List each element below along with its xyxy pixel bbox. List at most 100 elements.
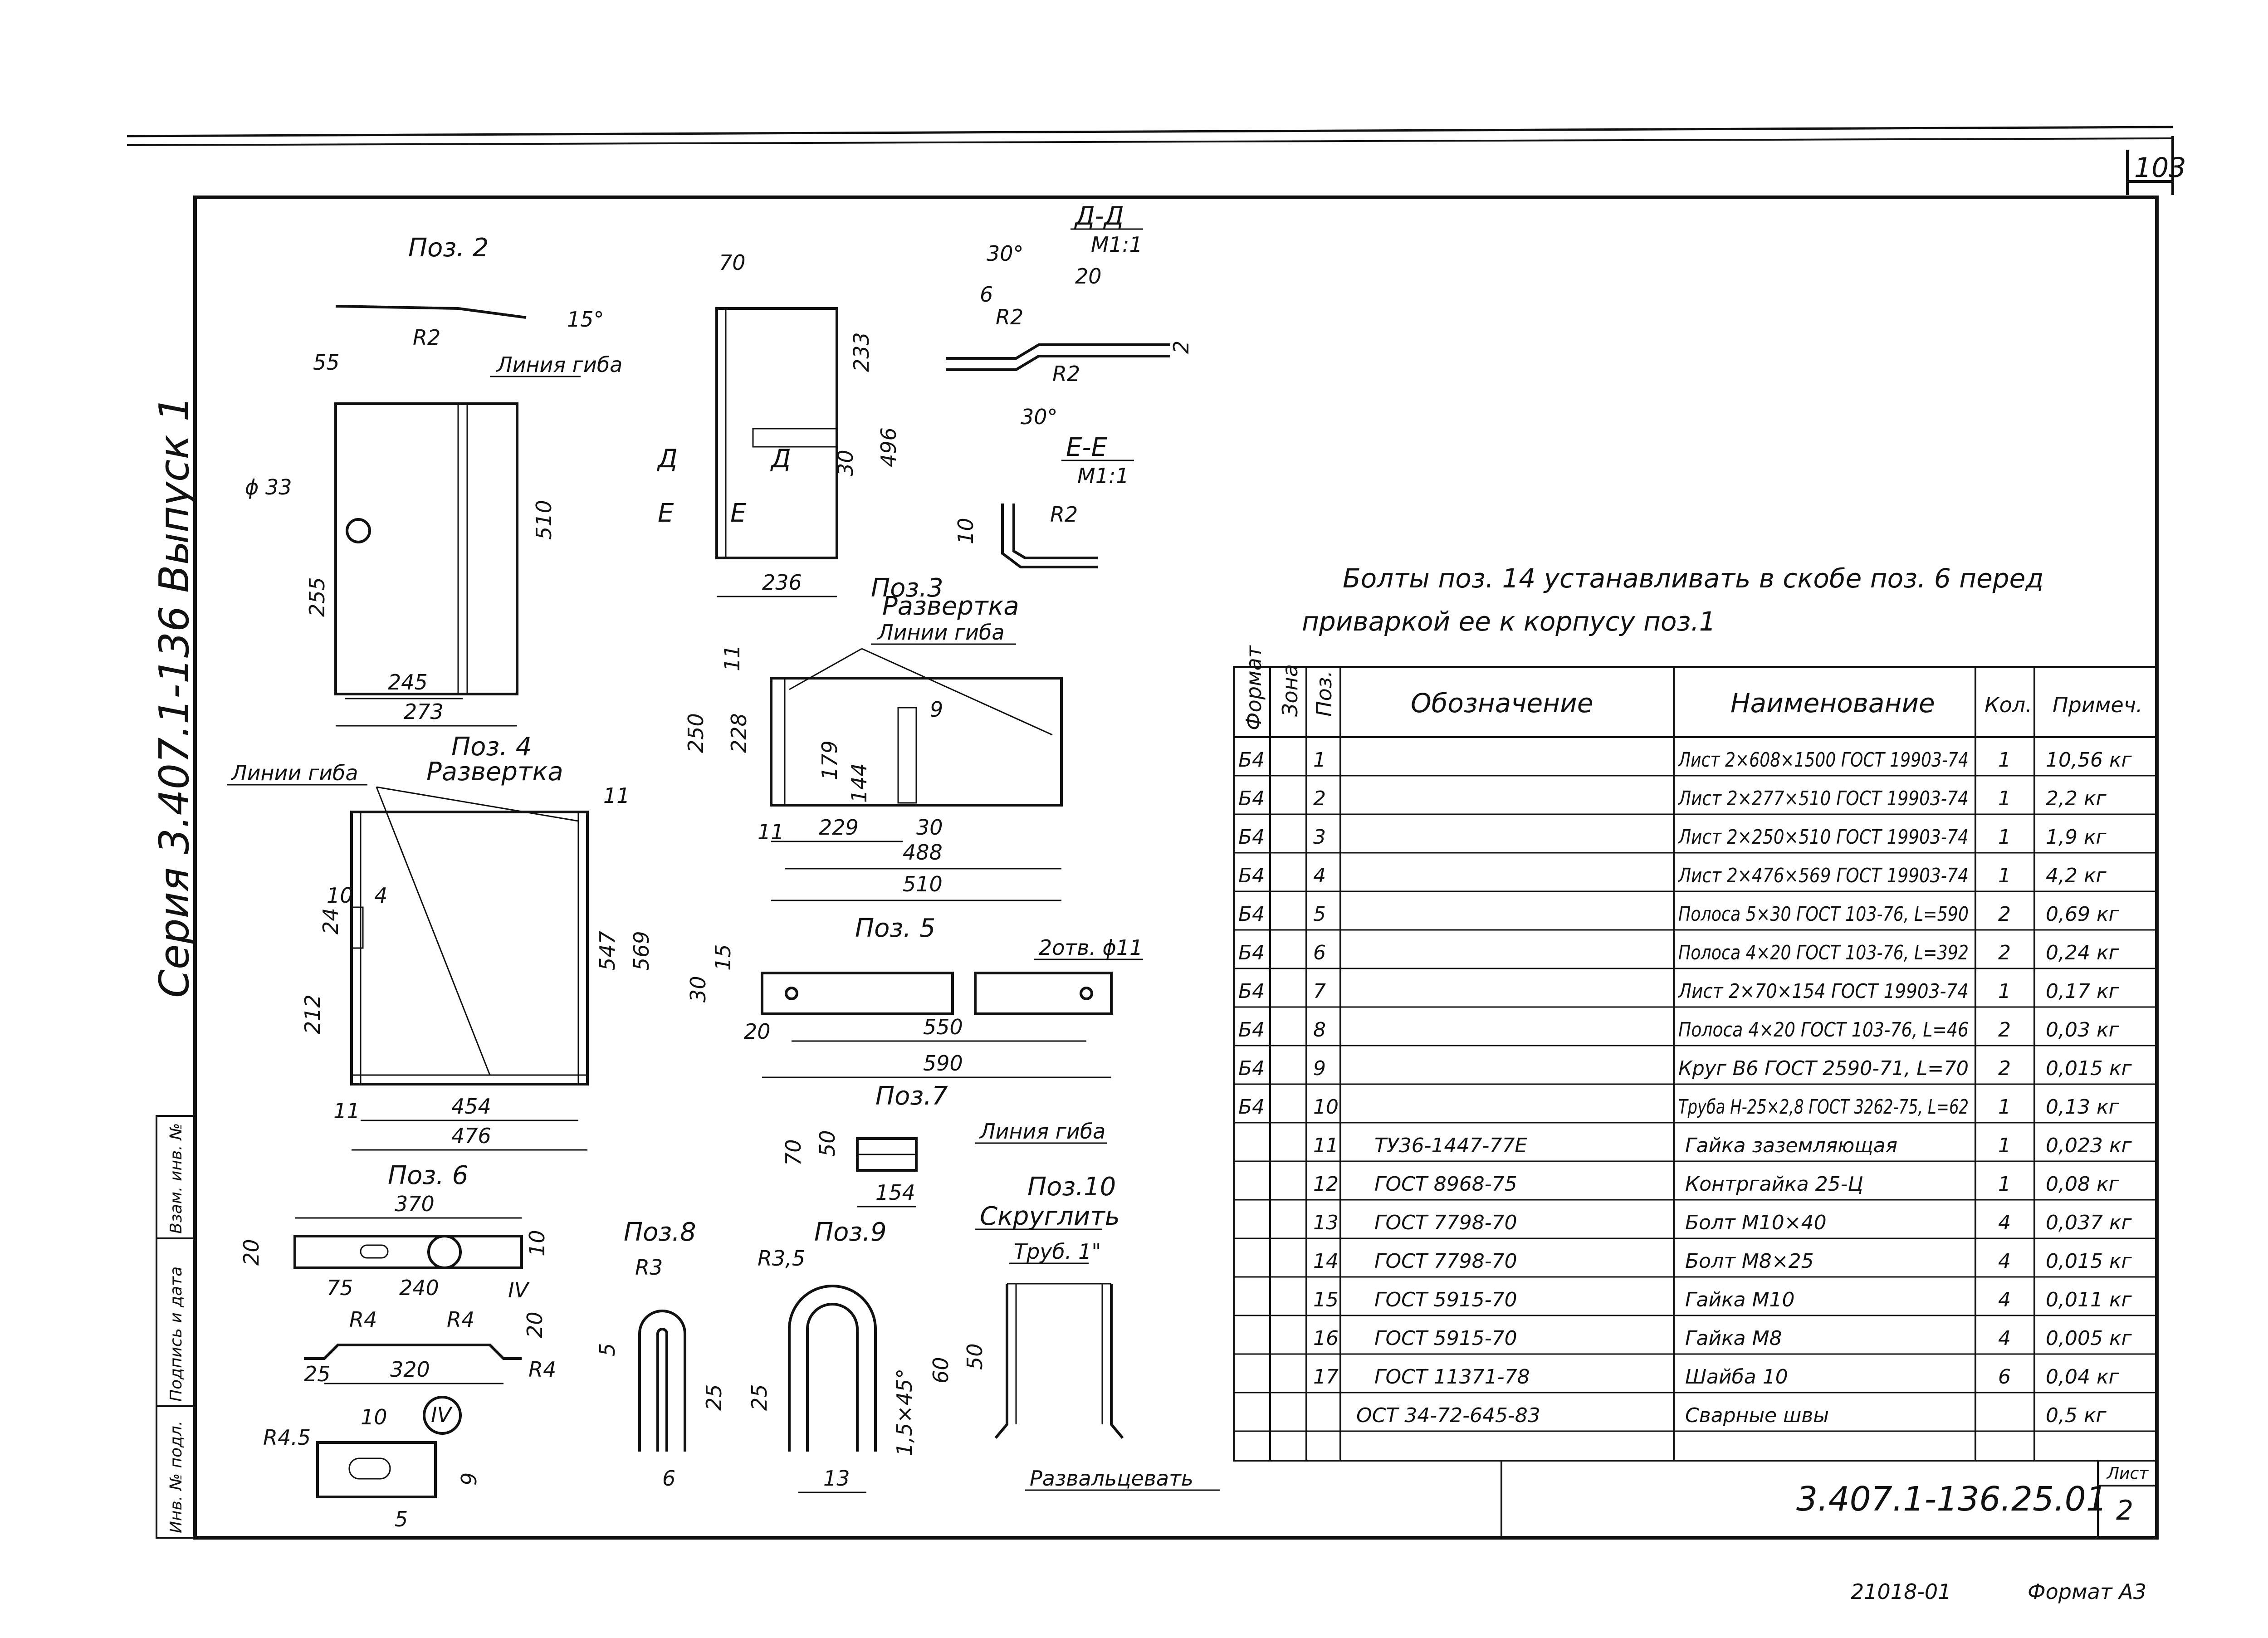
spec-cell-name: Болт М8×25 <box>1685 1250 1814 1273</box>
poz3-dim-11b: 11 <box>758 820 784 844</box>
spec-cell-pos: 5 <box>1313 903 1326 926</box>
spec-header-format: Формат <box>1242 645 1266 730</box>
poz6-dim-320: 320 <box>390 1357 430 1382</box>
spec-cell-qty: 4 <box>1998 1211 2011 1234</box>
spec-cell-pos: 1 <box>1313 748 1326 772</box>
note-line-2: приваркой ее к корпусу поз.1 <box>1302 606 1716 637</box>
spec-cell-qty: 6 <box>1998 1365 2011 1389</box>
spec-cell-designation: ГОСТ 7798-70 <box>1374 1211 1517 1234</box>
spec-cell-note: 0,08 кг <box>2046 1173 2120 1196</box>
note-line-1: Болты поз. 14 устанавливать в скобе поз.… <box>1343 563 2043 594</box>
poz8-title: Поз.8 <box>624 1217 696 1247</box>
spec-cell-designation: ГОСТ 11371-78 <box>1374 1365 1530 1389</box>
poz3-mark-e2: Е <box>730 499 747 528</box>
section-dd: Д-Д М1:1 30° 20 6 R2 R2 2 30° <box>946 201 1193 429</box>
spec-cell-qty: 2 <box>1998 1057 2011 1080</box>
series-stamp: Серия 3.407.1-136 Выпуск 1 <box>151 396 198 998</box>
side-label-signature: Подпись и дата <box>167 1266 186 1402</box>
poz2-hole-diameter: ϕ 33 <box>245 475 292 499</box>
poz2-radius: R2 <box>413 325 440 350</box>
poz5-dim-590: 590 <box>923 1051 963 1076</box>
spec-cell-qty: 1 <box>1998 1095 2011 1119</box>
secdd-angle-bottom: 30° <box>1021 405 1058 429</box>
spec-header-zone: Зона <box>1278 664 1302 717</box>
secee-dim-10: 10 <box>953 518 978 544</box>
spec-cell-pos: 14 <box>1313 1250 1339 1273</box>
poz6-view-mark: IV <box>508 1278 530 1302</box>
table-row: Б4 6 Полоса 4×20 ГОСТ 103-76, L=392 2 0,… <box>1238 941 2120 964</box>
poz4-title: Поз. 4 <box>451 732 532 762</box>
poz3-dim-179: 179 <box>817 740 842 780</box>
secdd-scale: М1:1 <box>1091 232 1143 257</box>
poz9-title: Поз.9 <box>814 1217 887 1247</box>
spec-cell-note: 4,2 кг <box>2046 864 2107 887</box>
spec-cell-name: Круг В6 ГОСТ 2590-71, L=70 <box>1678 1057 1969 1080</box>
table-row: Б4 5 Полоса 5×30 ГОСТ 103-76, L=590 2 0,… <box>1238 903 2120 926</box>
poz2-dim-245: 245 <box>388 670 428 694</box>
poz5-holes: 2отв. ϕ11 <box>1039 935 1143 960</box>
spec-cell-qty: 4 <box>1998 1288 2011 1311</box>
table-row: 12 ГОСТ 8968-75 Контргайка 25-Ц 1 0,08 к… <box>1313 1173 2120 1196</box>
spec-cell-format: Б4 <box>1238 1057 1265 1080</box>
spec-cell-pos: 12 <box>1313 1173 1339 1196</box>
spec-cell-designation: ОСТ 34-72-645-83 <box>1356 1404 1540 1427</box>
spec-cell-name: Лист 2×70×154 ГОСТ 19903-74 <box>1677 980 1969 1003</box>
poz5-dim-30: 30 <box>686 976 710 1002</box>
table-row: Б4 1 Лист 2×608×1500 ГОСТ 19903-74 1 10,… <box>1238 748 2132 772</box>
spec-cell-name: Гайка М10 <box>1685 1288 1795 1311</box>
spec-cell-designation: ГОСТ 5915-70 <box>1374 1327 1517 1350</box>
spec-cell-format: Б4 <box>1238 864 1265 887</box>
poz6-dim-370: 370 <box>395 1192 435 1216</box>
poz6-dim-20: 20 <box>239 1239 264 1266</box>
secdd-dim-6: 6 <box>980 282 993 307</box>
view-poz6: Поз. 6 370 20 10 75 240 IV R4 R4 20 25 3… <box>239 1161 556 1531</box>
poz4-dim-4: 4 <box>374 883 387 908</box>
title-block: 3.407.1-136.25.01 Лист 2 <box>1501 1461 2157 1538</box>
spec-cell-note: 0,24 кг <box>2046 941 2120 964</box>
spec-cell-qty: 2 <box>1998 1018 2011 1041</box>
poz3-sub: Развертка <box>882 592 1019 621</box>
poz6-title: Поз. 6 <box>388 1161 468 1190</box>
spec-header-pos: Поз. <box>1312 670 1336 717</box>
spec-cell-note: 0,023 кг <box>2046 1134 2132 1157</box>
poz3-dim-496: 496 <box>876 427 901 467</box>
spec-cell-pos: 10 <box>1313 1095 1339 1119</box>
spec-cell-qty: 1 <box>1998 1173 2011 1196</box>
secdd-thickness: 2 <box>1169 341 1193 354</box>
poz10-pipe: Труб. 1" <box>1014 1239 1101 1264</box>
spec-cell-note: 2,2 кг <box>2046 787 2107 810</box>
poz9-dim-25: 25 <box>747 1384 772 1411</box>
poz2-bend-label: Линия гиба <box>496 352 622 377</box>
poz6-dim-25: 25 <box>304 1362 331 1386</box>
poz10-title: Поз.10 <box>1027 1172 1116 1202</box>
poz3-dim-488: 488 <box>903 840 943 865</box>
poz2-dim-510: 510 <box>532 500 556 540</box>
table-row: Б4 2 Лист 2×277×510 ГОСТ 19903-74 1 2,2 … <box>1238 787 2107 810</box>
spec-cell-qty: 1 <box>1998 787 2011 810</box>
sheet-label: Лист <box>2106 1464 2149 1483</box>
poz3-dim-11a: 11 <box>720 645 744 671</box>
poz2-dim-255: 255 <box>305 577 329 617</box>
poz4-dim-454: 454 <box>451 1094 491 1119</box>
table-row: 14 ГОСТ 7798-70 Болт М8×25 4 0,015 кг <box>1313 1250 2132 1273</box>
poz10-dim-50: 50 <box>963 1343 987 1370</box>
spec-cell-pos: 15 <box>1313 1288 1339 1311</box>
poz3-mark-e1: Е <box>658 499 674 528</box>
poz7-dim-70: 70 <box>781 1139 806 1166</box>
spec-cell-pos: 4 <box>1313 864 1326 887</box>
poz5-dim-15: 15 <box>711 944 735 971</box>
page-number: 103 <box>2134 152 2186 184</box>
spec-cell-pos: 9 <box>1313 1057 1326 1080</box>
view-poz4: Поз. 4 Развертка Линии гиба 11 10 4 24 5… <box>227 732 654 1151</box>
poz9-dim-13: 13 <box>823 1466 850 1491</box>
poz2-dim-273: 273 <box>404 699 444 724</box>
spec-cell-designation: ГОСТ 5915-70 <box>1374 1288 1517 1311</box>
table-row: ОСТ 34-72-645-83 Сварные швы 0,5 кг <box>1356 1404 2107 1427</box>
poz6-dim-10b: 10 <box>361 1405 387 1429</box>
spec-cell-pos: 7 <box>1313 980 1326 1003</box>
sheet-format: Формат А3 <box>2028 1579 2146 1604</box>
poz8-dim-25: 25 <box>702 1384 726 1411</box>
spec-cell-note: 0,011 кг <box>2046 1288 2132 1311</box>
section-ee: Е-Е М1:1 10 R2 <box>953 433 1134 568</box>
detail-iv-mark: IV <box>431 1403 453 1427</box>
